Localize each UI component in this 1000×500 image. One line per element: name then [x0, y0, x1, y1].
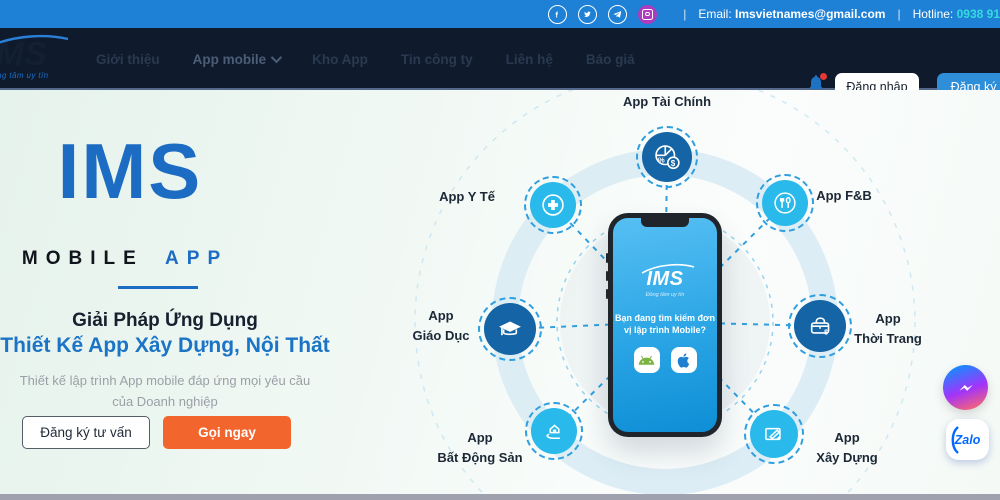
phone-side-button — [606, 271, 608, 281]
navbar: IMS Đồng tâm uy tín Giới thiệu App mobil… — [0, 28, 1000, 101]
topbar: | Email: Imsvietnames@gmail.com | Hotlin… — [0, 0, 1000, 28]
phone-logo-swoosh-icon — [641, 263, 694, 274]
zalo-label: Zalo — [954, 432, 981, 447]
svg-text:%: % — [658, 156, 665, 165]
label-education: App Giáo Dục — [412, 306, 469, 346]
hero-heading-1: Giải Pháp Ứng Dụng — [72, 310, 258, 331]
topbar-hotline: Hotline: 0938 91 — [913, 7, 1000, 21]
label-fashion-line1: App — [875, 310, 901, 326]
horizontal-scrollbar[interactable] — [0, 494, 1000, 500]
phone-notch — [641, 218, 689, 227]
phone-logo: IMS Đồng tâm uy tín — [641, 263, 694, 298]
main-menu: Giới thiệu App mobile Kho App Tin công t… — [96, 28, 635, 90]
logo-text: IMS — [0, 35, 48, 72]
topbar-email: Email: Imsvietnames@gmail.com — [698, 7, 885, 21]
phone-side-button — [606, 253, 608, 263]
hotline-label: Hotline: — [912, 7, 954, 21]
email-label: Email: — [698, 7, 732, 21]
zalo-bubble-icon — [951, 426, 959, 454]
phone-question-line1: Bạn đang tìm kiếm đơn — [615, 313, 715, 323]
instagram-icon[interactable] — [638, 4, 658, 24]
label-fashion: App Thời Trang — [854, 309, 922, 349]
call-now-button[interactable]: Gọi ngay — [163, 416, 291, 449]
menu-item-bao-gia[interactable]: Báo giá — [585, 51, 635, 67]
bubble-fashion: $ — [788, 294, 852, 358]
messenger-icon — [958, 384, 973, 391]
topbar-separator: | — [897, 7, 901, 21]
bubble-finance: % $ — [636, 126, 698, 188]
hero-heading-2: Thiết Kế App Xây Dựng, Nội Thất — [0, 334, 330, 357]
android-icon — [633, 347, 660, 374]
phone-mockup: IMS Đồng tâm uy tín Bạn đang tìm kiếm đơ… — [606, 213, 722, 437]
phone-question: Bạn đang tìm kiếm đơn vị lập trình Mobil… — [615, 312, 715, 336]
bubble-education — [478, 297, 542, 361]
email-address[interactable]: Imsvietnames@gmail.com — [735, 7, 886, 21]
house-hand-icon — [546, 424, 560, 439]
phone-logo-tagline: Đồng tâm uy tín — [645, 292, 685, 298]
graduation-cap-icon — [499, 321, 521, 336]
instagram-glyph — [642, 8, 654, 20]
finance-chart-icon: % $ — [655, 145, 680, 170]
label-education-line2: Giáo Dục — [412, 328, 470, 343]
menu-item-kho-app[interactable]: Kho App — [312, 51, 368, 67]
label-real-estate-line1: App — [467, 429, 493, 445]
bubble-construction — [744, 404, 804, 464]
menu-item-lien-he[interactable]: Liên hệ — [505, 51, 553, 67]
hero-section: IMS MOBILE APP Giải Pháp Ứng Dụng Thiết … — [0, 90, 1000, 494]
social-links — [548, 4, 658, 24]
label-food: App F&B — [816, 187, 872, 203]
label-construction-line2: Xây Dựng — [816, 450, 878, 465]
telegram-icon[interactable] — [608, 4, 628, 24]
label-fashion-line2: Thời Trang — [854, 331, 922, 346]
brand-underline — [118, 286, 198, 289]
twitter-icon[interactable] — [578, 4, 598, 24]
hero-description: Thiết kế lập trình App mobile đáp ứng mọ… — [19, 373, 311, 409]
food-plate-icon — [774, 192, 796, 214]
phone-side-button — [606, 289, 608, 299]
menu-item-app-mobile[interactable]: App mobile — [192, 51, 283, 67]
logo-tagline: Đồng tâm uy tín — [0, 71, 49, 80]
zalo-chat-button[interactable]: Zalo — [946, 419, 989, 460]
medical-cross-icon — [542, 194, 564, 216]
register-consult-button[interactable]: Đăng ký tư vấn — [22, 416, 150, 449]
label-education-line1: App — [428, 307, 454, 323]
label-real-estate-line2: Bất Động Sản — [437, 450, 523, 465]
phone-screen: IMS Đồng tâm uy tín Bạn đang tìm kiếm đơ… — [613, 218, 717, 432]
site-logo[interactable]: IMS Đồng tâm uy tín — [0, 34, 106, 80]
blueprint-pencil-icon — [765, 427, 781, 441]
bubble-food — [756, 174, 814, 232]
bubble-real-estate — [525, 402, 583, 460]
topbar-separator: | — [683, 7, 687, 21]
hotline-number[interactable]: 0938 91 — [956, 7, 1000, 21]
notification-bell-icon[interactable] — [806, 73, 828, 95]
facebook-icon[interactable] — [548, 4, 568, 24]
phone-question-line2: vị lập trình Mobile? — [623, 325, 706, 336]
menu-item-gioi-thieu[interactable]: Giới thiệu — [96, 51, 160, 67]
menu-item-app-mobile-label: App mobile — [192, 51, 267, 67]
handbag-icon: $ — [810, 317, 830, 336]
chevron-down-icon — [270, 51, 283, 64]
platform-icons — [633, 347, 697, 374]
logo-swoosh-icon — [0, 34, 69, 44]
brand-word-mobile: MOBILE — [21, 248, 144, 269]
svg-text:$: $ — [824, 329, 828, 336]
menu-item-tin-cong-ty[interactable]: Tin công ty — [400, 51, 473, 67]
notification-dot — [820, 73, 827, 80]
brand-word-app: APP — [165, 248, 229, 269]
label-medical: App Y Tế — [439, 188, 495, 204]
hero-brand: IMS — [57, 127, 203, 215]
phone-logo-text: IMS — [646, 268, 684, 290]
label-finance: App Tài Chính — [622, 93, 712, 109]
hero-cta-row: Đăng ký tư vấn Gọi ngay — [22, 416, 291, 449]
bubble-medical — [524, 176, 582, 234]
label-construction-line1: App — [834, 429, 860, 445]
messenger-chat-button[interactable] — [943, 365, 988, 410]
label-real-estate: App Bất Động Sản — [437, 428, 522, 468]
hero-brand-subtitle: MOBILE APP — [0, 248, 250, 270]
apple-icon — [670, 347, 697, 374]
label-construction: App Xây Dựng — [816, 428, 877, 468]
svg-text:$: $ — [671, 159, 676, 168]
